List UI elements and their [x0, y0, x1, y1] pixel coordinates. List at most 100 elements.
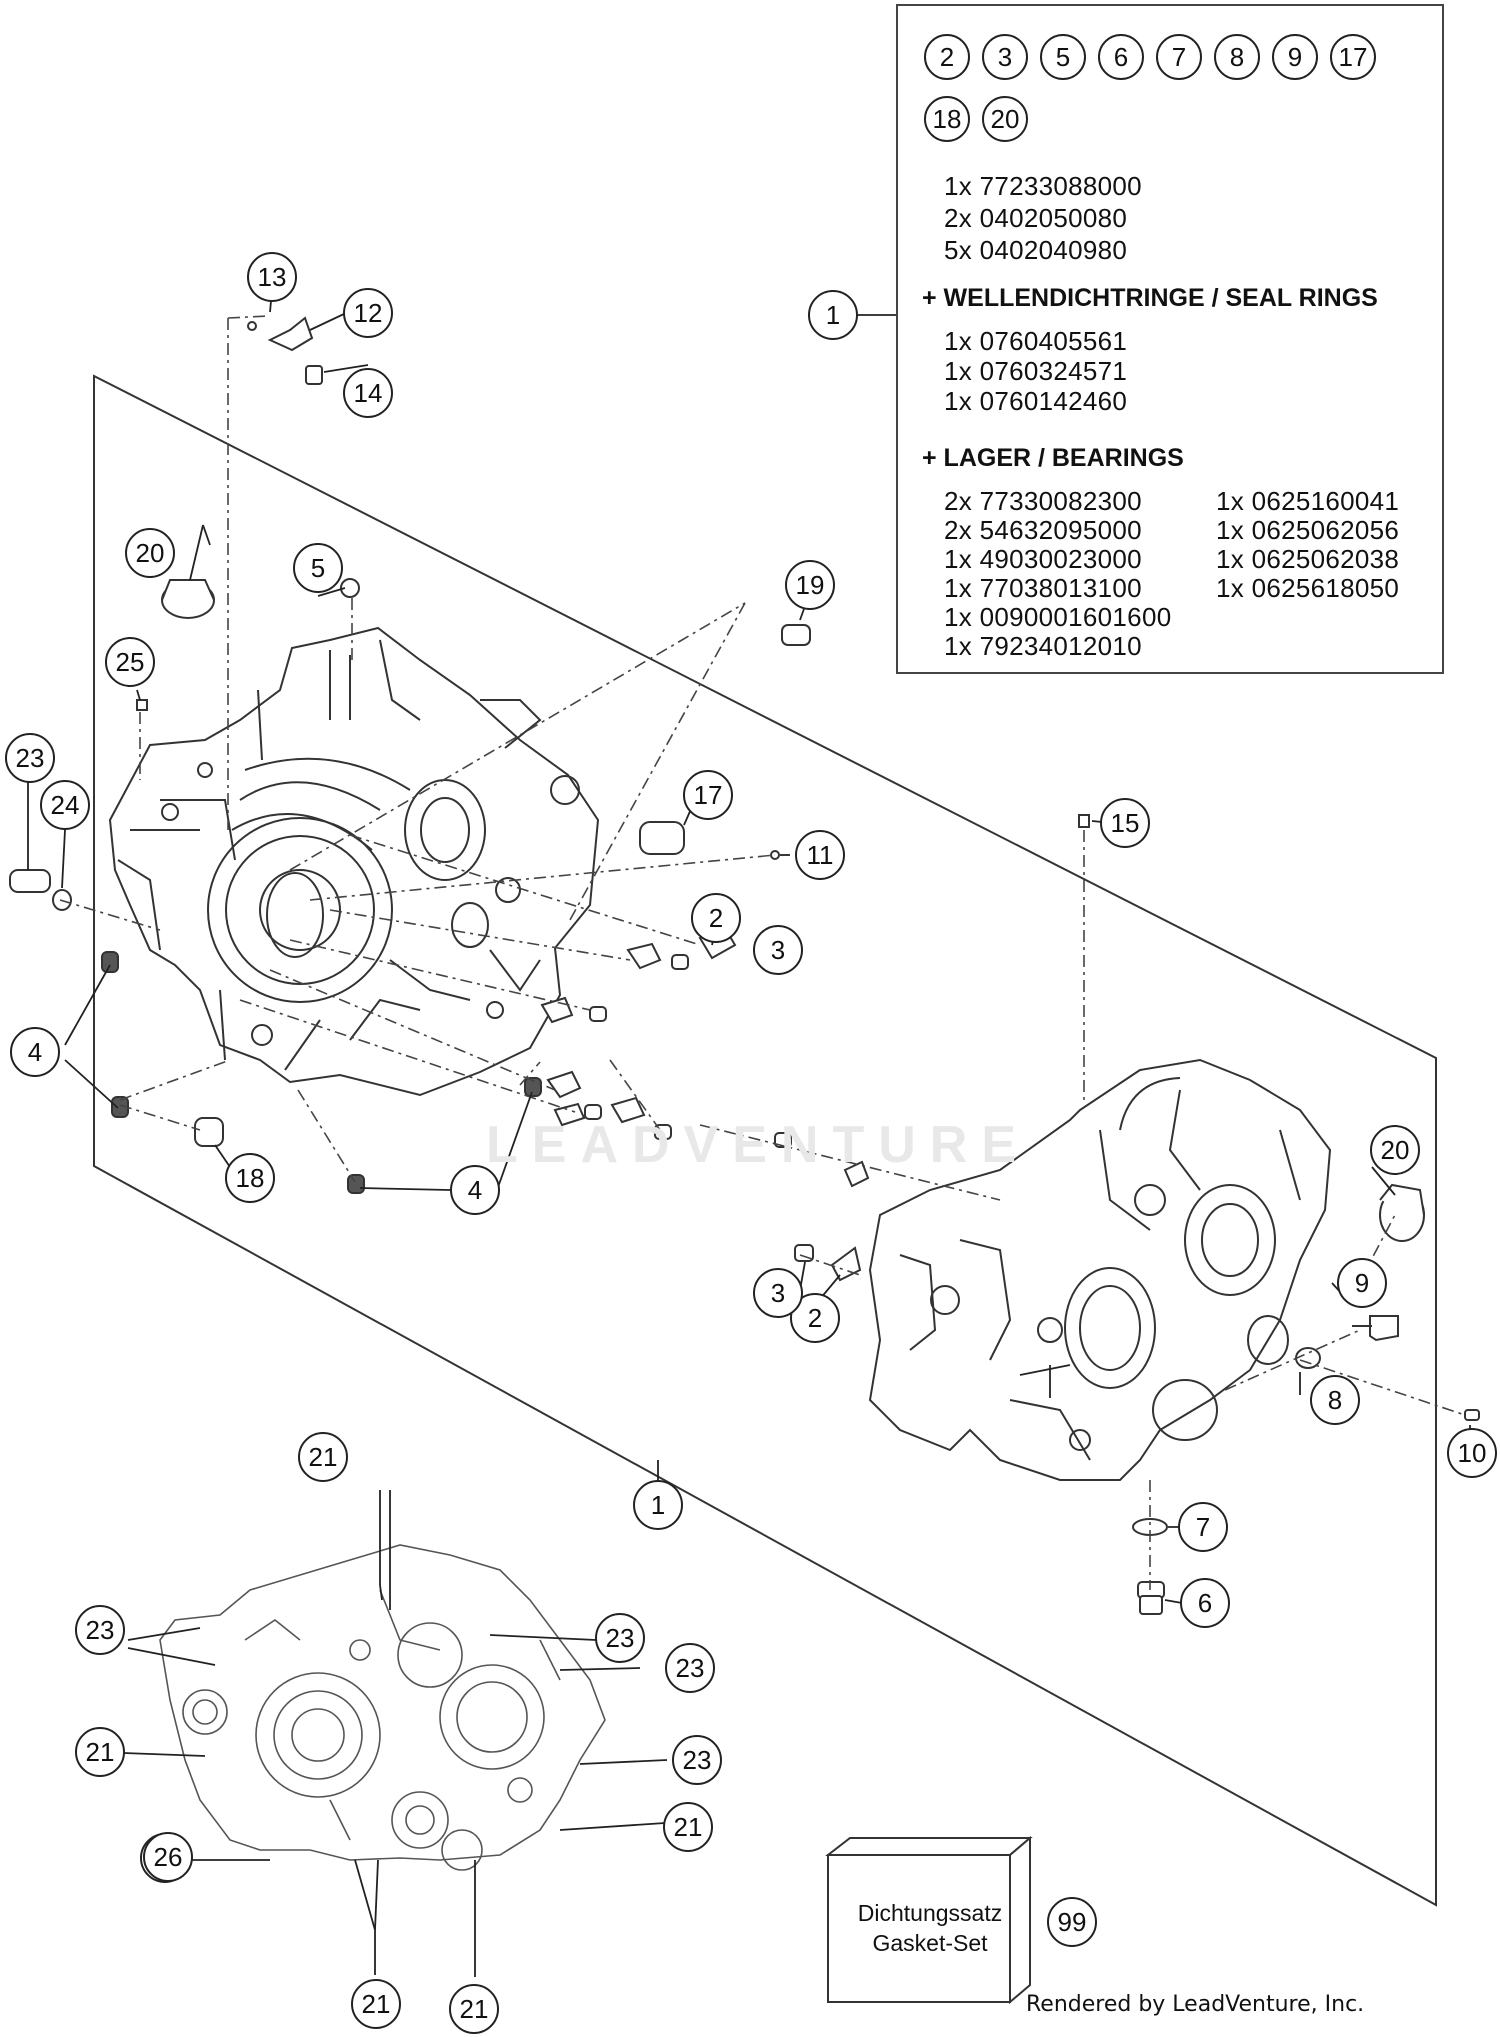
callout-23: 23: [595, 1613, 645, 1663]
gasket-set-label: Dichtungssatz Gasket-Set: [830, 1898, 1030, 1958]
callout-circle: [75, 1605, 125, 1655]
callout-circle: [672, 1735, 722, 1785]
callout-5: 5: [293, 543, 343, 593]
watermark: LEADVENTURE: [486, 1116, 1031, 1174]
callout-number: 24: [51, 790, 80, 820]
callout-21: 21: [663, 1802, 713, 1852]
callout-18: 18: [225, 1153, 275, 1203]
callout-number: 19: [796, 570, 825, 600]
callout-circle: [450, 1165, 500, 1215]
callout-circle: [351, 1979, 401, 2029]
callout-number: 23: [16, 743, 45, 773]
gasket-set-box: [825, 1835, 1033, 2005]
callout-number: 5: [311, 553, 325, 583]
callout-number: 20: [1381, 1135, 1410, 1165]
main-part-line: 5x 0402040980: [944, 235, 1128, 265]
callout-number: 12: [354, 298, 383, 328]
callout-circle: [1180, 1578, 1230, 1628]
callout-15: 15: [1100, 798, 1150, 848]
right-crankcase-half: [868, 1058, 1332, 1481]
callout-19: 19: [785, 560, 835, 610]
callout-number: 7: [1196, 1512, 1210, 1542]
callout-25: 25: [105, 637, 155, 687]
callout-10: 10: [1447, 1428, 1497, 1478]
caption-badge: 8: [1214, 34, 1260, 80]
callout-20: 20: [125, 528, 175, 578]
callout-number: 23: [606, 1623, 635, 1653]
rendered-by-credit: Rendered by LeadVenture, Inc.: [1026, 1992, 1365, 2017]
callout-leader-lines: [27, 289, 1471, 1977]
callout-circle: [298, 1432, 348, 1482]
callout-circle: [75, 1727, 125, 1777]
callout-circle: [753, 1268, 803, 1318]
callout-circle: [785, 560, 835, 610]
caption-row-1: 2 3 5 6 7 8 9 17: [924, 34, 1376, 80]
callout-23: 23: [665, 1643, 715, 1693]
bearing-line: 2x 77330082300: [944, 486, 1142, 516]
seal-ring-line: 1x 0760405561: [944, 326, 1128, 356]
callout-4: 4: [450, 1165, 500, 1215]
callout-20: 20: [1370, 1125, 1420, 1175]
callout-24: 24: [40, 780, 90, 830]
caption-badge: 2: [924, 34, 970, 80]
callout-14: 14: [343, 368, 393, 418]
callout-circle: [1310, 1375, 1360, 1425]
callout-number: 21: [309, 1442, 338, 1472]
callout-circle: [795, 830, 845, 880]
seal-ring-line: 1x 0760142460: [944, 386, 1128, 416]
callout-circle: [1047, 1897, 1097, 1947]
bottom-reference-crankcase: [159, 1544, 606, 1871]
callout-number: 99: [1058, 1907, 1087, 1937]
small-parts: [9, 316, 1480, 1615]
callout-6: 6: [1180, 1578, 1230, 1628]
caption-badge: 5: [1040, 34, 1086, 80]
bearing-line: 1x 0625062038: [1216, 544, 1400, 574]
callout-9: 9: [1337, 1258, 1387, 1308]
callout-number: 8: [1328, 1385, 1342, 1415]
callout-circle: [663, 1802, 713, 1852]
callout-circle: [691, 893, 741, 943]
callout-number: 18: [236, 1163, 265, 1193]
callout-circle: [247, 252, 297, 302]
bearing-line: 1x 77038013100: [944, 573, 1142, 603]
callout-11: 11: [795, 830, 845, 880]
caption-badge: 17: [1330, 34, 1376, 80]
bearing-line: 1x 0625618050: [1216, 573, 1400, 603]
callout-circle: [10, 1027, 60, 1077]
callout-17: 17: [683, 770, 733, 820]
callout-number: 14: [354, 378, 383, 408]
callout-number: 20: [136, 538, 165, 568]
callout-number: 21: [86, 1737, 115, 1767]
callout-number: 23: [86, 1615, 115, 1645]
callout-circle: [125, 528, 175, 578]
callout-circle: [343, 368, 393, 418]
crankcase-frame: [93, 374, 1437, 1907]
callout-23: 23: [75, 1605, 125, 1655]
seal-ring-line: 1x 0760324571: [944, 356, 1128, 386]
callout-number: 11: [807, 840, 834, 870]
main-part-line: 2x 0402050080: [944, 203, 1128, 233]
callout-number: 4: [468, 1175, 482, 1205]
callout-circle: [683, 770, 733, 820]
callout-number: 3: [771, 935, 785, 965]
callout-circle: [633, 1480, 683, 1530]
caption-badge: 6: [1098, 34, 1144, 80]
callout-number: 2: [808, 1303, 822, 1333]
callout-circle: [790, 1293, 840, 1343]
callout-number: 1: [651, 1490, 665, 1520]
callout-2: 2: [691, 893, 741, 943]
callout-21: 21: [351, 1979, 401, 2029]
callout-number: 21: [674, 1812, 703, 1842]
callout-12: 12: [343, 288, 393, 338]
callout-circle: [343, 288, 393, 338]
caption-badge: 7: [1156, 34, 1202, 80]
callout-2: 2: [790, 1293, 840, 1343]
callout-21: 21: [449, 1984, 499, 2034]
main-part-line: 1x 77233088000: [944, 171, 1142, 201]
callout-number: 17: [694, 780, 723, 810]
bearing-line: 1x 0625062056: [1216, 515, 1400, 545]
caption-badge: 20: [982, 96, 1028, 142]
bearing-line: 1x 49030023000: [944, 544, 1142, 574]
callout-number: 6: [1198, 1588, 1212, 1618]
